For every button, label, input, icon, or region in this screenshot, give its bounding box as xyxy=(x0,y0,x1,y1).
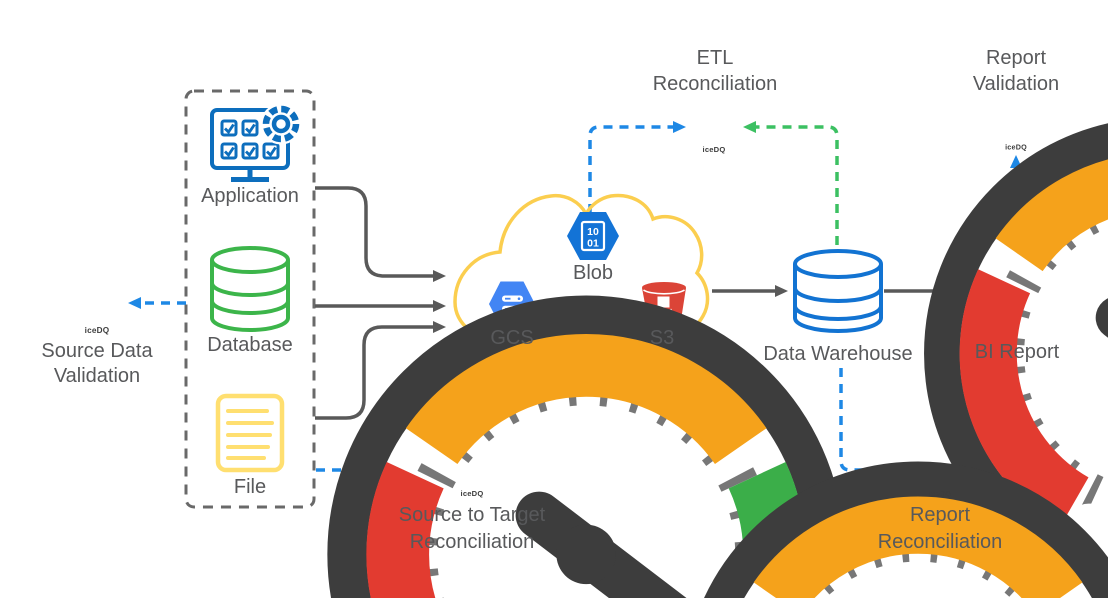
source-data-validation-label-line1: Source Data xyxy=(41,340,153,362)
database-icon xyxy=(210,246,290,332)
gcs-label: GCS xyxy=(490,327,534,349)
application-icon xyxy=(210,103,302,182)
gauge-report-reconciliation: iceDQ xyxy=(929,489,952,498)
flow-file-to-cloud xyxy=(315,321,446,420)
flow-application-to-cloud xyxy=(315,186,446,282)
etl-reconciliation-label-line1: ETL xyxy=(696,47,734,69)
data-warehouse-label: Data Warehouse xyxy=(763,343,913,365)
gauge-etl-reconciliation: iceDQ xyxy=(703,135,1108,575)
file-label: File xyxy=(233,476,267,498)
blob-doc-line1: 10 xyxy=(587,226,599,238)
gauge-source-to-target-reconciliation: iceDQ xyxy=(461,479,1108,598)
blob-doc-line2: 01 xyxy=(587,238,599,250)
source-data-validation-label-line2: Validation xyxy=(53,365,141,387)
report-reconciliation-label-line1: Report xyxy=(909,504,971,526)
report-validation-label-line1: Report xyxy=(985,47,1047,69)
gauge-report-validation: iceDQ xyxy=(1005,143,1027,152)
file-icon xyxy=(215,393,285,473)
gauge-brand-text: iceDQ xyxy=(929,489,952,498)
gauge-brand-text: iceDQ xyxy=(1005,143,1027,152)
report-reconciliation-label-line2: Reconciliation xyxy=(877,531,1003,553)
etl-reconciliation-label-line2: Reconciliation xyxy=(652,73,778,95)
link-warehouse-to-etl-reconciliation xyxy=(743,121,839,245)
blob-storage-icon: 10 01 xyxy=(567,212,619,260)
database-label: Database xyxy=(207,334,293,356)
link-warehouse-to-report-reconciliation xyxy=(839,368,912,476)
source-to-target-label-line2: Reconciliation xyxy=(409,531,535,553)
source-to-target-label-line1: Source to Target xyxy=(398,504,546,526)
gauge-source-data-validation: iceDQ xyxy=(85,315,826,598)
gauge-brand-text: iceDQ xyxy=(703,145,726,154)
s3-label: S3 xyxy=(649,327,675,349)
blob-label: Blob xyxy=(572,262,614,284)
gauge-brand-text: iceDQ xyxy=(85,326,110,335)
data-warehouse-icon xyxy=(793,249,883,333)
gauge-brand-text: iceDQ xyxy=(461,489,484,498)
sources-group-boundary xyxy=(184,89,316,509)
link-cloud-to-etl-reconciliation xyxy=(588,121,686,213)
application-label: Application xyxy=(201,185,299,207)
solid-flow-arrows xyxy=(315,186,958,420)
bi-report-label: BI Report xyxy=(974,341,1060,363)
report-validation-label-line2: Validation xyxy=(972,73,1060,95)
gear-icon xyxy=(260,103,302,145)
